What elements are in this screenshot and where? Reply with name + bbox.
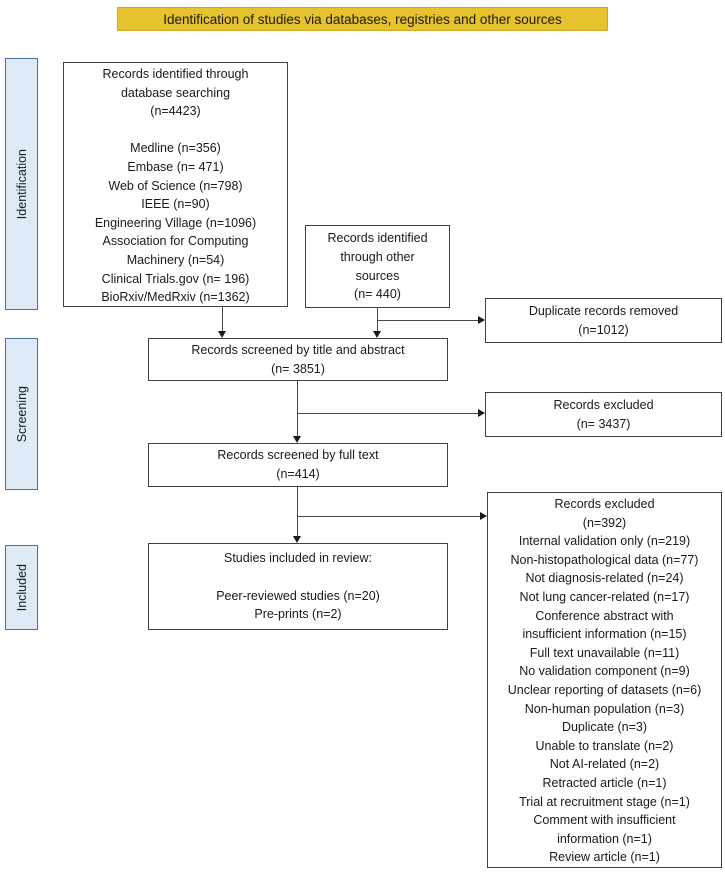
text-line: through other — [340, 249, 415, 264]
text-line: Web of Science (n=798) — [108, 178, 243, 193]
text-line: (n= 3851) — [271, 361, 325, 376]
other-sources-box: Records identified through other sources (n… — [305, 225, 450, 308]
text-line: (n=392) — [582, 515, 627, 530]
text-line: IEEE (n=90) — [141, 197, 210, 212]
text-line: Comment with insufficient — [533, 813, 676, 828]
text-line: Clinical Trials.gov (n= 196) — [101, 271, 250, 286]
text-line: (n=1012) — [578, 322, 629, 337]
stage-included: Included — [5, 545, 38, 630]
stage-included-label: Included — [14, 563, 29, 612]
included-studies-box: Studies included in review: Peer-reviewed… — [148, 543, 448, 630]
excluded-full-text-box: Records excluded (n=392) Internal validati… — [487, 492, 722, 868]
text-line: No validation component (n=9) — [519, 664, 690, 679]
stage-identification-label: Identification — [14, 148, 29, 220]
text-line: Engineering Village (n=1096) — [94, 215, 257, 230]
arrowhead-down-icon — [293, 536, 301, 543]
text-line: sources — [355, 268, 400, 283]
text-line: Not diagnosis-related (n=24) — [525, 571, 684, 586]
banner-label: Identification of studies via databases,… — [163, 11, 562, 27]
text-line: insufficient information (n=15) — [522, 627, 687, 642]
text-line: Peer-reviewed studies (n=20) — [216, 588, 380, 603]
text-line: information (n=1) — [557, 831, 652, 846]
text-line: Medline (n=356) — [130, 141, 221, 156]
stage-screening-label: Screening — [14, 385, 29, 443]
text-line: Records identified — [327, 231, 428, 246]
connector-screen-to-fulltext — [297, 381, 298, 436]
text-line: Conference abstract with — [535, 608, 674, 623]
text-line: Records screened by full text — [217, 448, 379, 463]
connector-to-excluded-ft — [297, 516, 480, 517]
arrowhead-right-icon — [478, 409, 485, 417]
banner: Identification of studies via databases,… — [117, 7, 608, 31]
text-line: Non-human population (n=3) — [524, 701, 685, 716]
text-line: Review article (n=1) — [549, 850, 660, 865]
text-line: Non-histopathological data (n=77) — [510, 552, 699, 567]
text-line: Records screened by title and abstract — [191, 342, 405, 357]
stage-screening: Screening — [5, 338, 38, 490]
connector-fulltext-to-included — [297, 487, 298, 536]
text-line: Studies included in review: — [224, 551, 372, 566]
text-line: Unclear reporting of datasets (n=6) — [507, 682, 702, 697]
stage-identification: Identification — [5, 58, 38, 310]
text-line: Full text unavailable (n=11) — [529, 645, 680, 660]
text-line: (n=4423) — [150, 104, 201, 119]
text-line: Trial at recruitment stage (n=1) — [519, 794, 690, 809]
database-records-box: Records identified through database searc… — [63, 62, 288, 307]
text-line: Embase (n= 471) — [127, 159, 224, 174]
text-line: Pre-prints (n=2) — [254, 607, 342, 622]
connector-to-excluded-ta — [297, 413, 478, 414]
arrowhead-down-icon — [293, 436, 301, 443]
text-line: Retracted article (n=1) — [542, 775, 667, 790]
text-line: Unable to translate (n=2) — [535, 738, 674, 753]
arrowhead-down-icon — [218, 331, 226, 338]
text-line: Records identified through — [102, 67, 249, 81]
text-line: Duplicate records removed — [528, 303, 679, 318]
text-line: Records excluded — [553, 397, 654, 412]
arrowhead-right-icon — [478, 316, 485, 324]
connector-database-to-screen — [222, 307, 223, 332]
text-line: Association for Computing — [102, 234, 249, 249]
arrowhead-down-icon — [373, 331, 381, 338]
text-line: Internal validation only (n=219) — [518, 534, 691, 549]
title-abstract-screen-box: Records screened by title and abstract (n… — [148, 338, 448, 381]
full-text-screen-box: Records screened by full text (n=414) — [148, 443, 448, 487]
text-line: BioRxiv/MedRxiv (n=1362) — [101, 290, 250, 305]
text-line: database searching — [120, 85, 231, 100]
text-line: Records excluded — [554, 497, 655, 511]
text-line: Not lung cancer-related (n=17) — [519, 589, 690, 604]
text-line: Machinery (n=54) — [126, 252, 225, 267]
text-line: (n= 3437) — [576, 416, 631, 431]
text-line: (n= 440) — [354, 287, 401, 302]
duplicates-removed-box: Duplicate records removed (n=1012) — [485, 298, 722, 343]
text-line: Duplicate (n=3) — [561, 720, 648, 735]
arrowhead-right-icon — [480, 512, 487, 520]
text-line: (n=414) — [276, 467, 320, 481]
text-line: Not AI-related (n=2) — [549, 757, 660, 772]
excluded-title-abstract-box: Records excluded (n= 3437) — [485, 392, 722, 437]
connector-to-duplicates — [377, 320, 478, 321]
